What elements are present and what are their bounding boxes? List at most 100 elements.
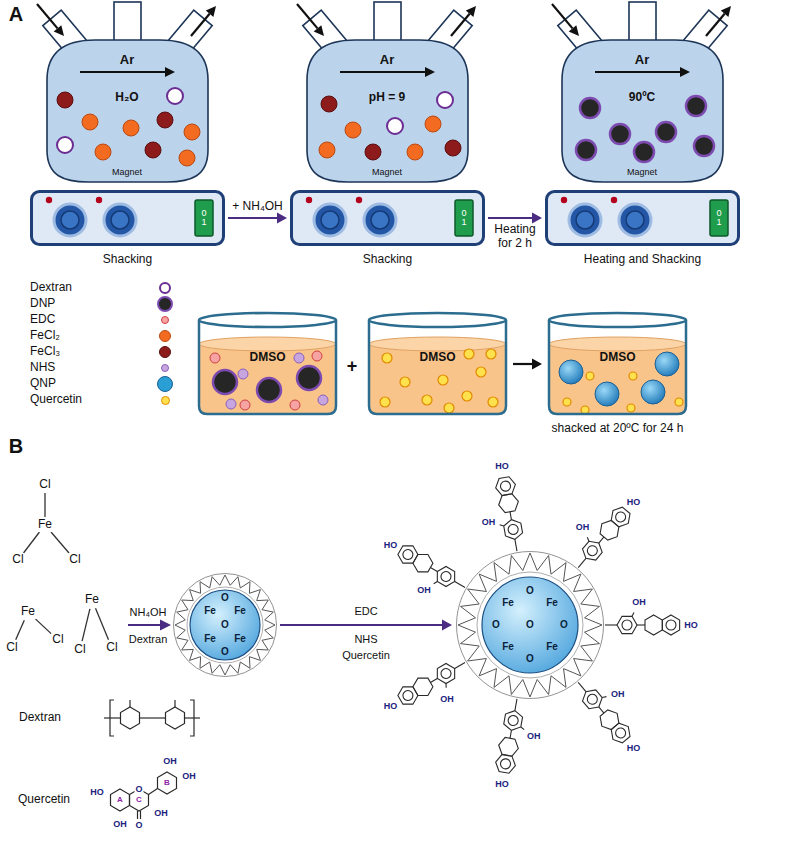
legend-label: FeCl₃ — [30, 345, 60, 359]
atom-label: Cl — [38, 478, 51, 492]
node-label: DMSO — [600, 351, 636, 365]
atom-label: OH — [610, 689, 626, 699]
node-label: 90ºC — [629, 91, 655, 105]
node-label: DMSO — [420, 351, 456, 365]
atom-label: HO — [626, 743, 642, 753]
legend-swatch — [159, 282, 171, 294]
node-label: Ar — [380, 53, 394, 68]
atom-label: HO — [494, 461, 510, 471]
legend-label: Quercetin — [30, 393, 82, 407]
node-label: O — [526, 585, 534, 597]
node-label: Fe — [502, 641, 514, 653]
plus-sign: + — [347, 356, 358, 377]
node-label: O — [221, 592, 229, 604]
arrow-line — [228, 217, 277, 219]
node-label: O — [526, 619, 534, 631]
node-label: O — [560, 619, 568, 631]
arrow-head — [442, 620, 452, 631]
atom-label: HO — [494, 778, 510, 788]
arrow-head — [532, 359, 542, 370]
legend-swatch — [159, 330, 171, 342]
node-label: Ar — [635, 53, 649, 68]
reaction-flask: Ar pH = 9 Magnet — [295, 0, 480, 186]
atom-label: Cl — [68, 553, 81, 567]
node-label: Fe — [234, 633, 246, 645]
atom-label: OH — [575, 522, 591, 532]
arrow-line — [488, 217, 532, 219]
legend-swatch — [157, 376, 173, 392]
reaction-flask: ArH₂OMagnet — [35, 0, 220, 186]
node-label: O — [221, 646, 229, 658]
quercetin-structure — [111, 772, 177, 819]
reaction-arrow — [128, 620, 171, 631]
arrow-head — [277, 213, 287, 224]
node-label: Fe — [234, 605, 246, 617]
atom-label: OH — [631, 597, 647, 607]
atom-label: OH — [481, 516, 497, 526]
atom-label: HO — [683, 620, 699, 630]
reaction-flask: Ar 90ºC Magnet — [550, 0, 735, 186]
legend-label: QNP — [30, 377, 56, 391]
atom-label: OH — [162, 756, 178, 766]
nanoparticle: FeFeFeFeOOOOO — [455, 550, 605, 700]
node-label: Magnet — [627, 167, 657, 177]
atom-label: OH — [416, 585, 432, 595]
annotation: Dextran — [19, 711, 61, 725]
stirrer-plate: 0 1Shacking — [290, 190, 485, 246]
stirrer-plate: 0 1Shacking — [30, 190, 225, 246]
node-label: Shacking — [363, 253, 412, 267]
node-label: Magnet — [372, 167, 402, 177]
beaker: DMSO — [195, 310, 340, 418]
stirrer-plate-outline — [290, 190, 485, 246]
atom-label: Cl — [5, 641, 18, 655]
atom-label: HO — [383, 539, 399, 549]
arrow-line — [513, 363, 532, 365]
atom-label: OH — [153, 808, 169, 818]
atom-label: Cl — [51, 633, 64, 647]
atom-label: HO — [89, 787, 105, 797]
node-label: Shacking — [103, 253, 152, 267]
node-label: O — [492, 619, 500, 631]
legend-label: DNP — [30, 297, 55, 311]
ring-letter: C — [136, 795, 142, 804]
legend-swatch — [161, 364, 169, 372]
legend-label: NHS — [30, 361, 55, 375]
node-label: DMSO — [250, 351, 286, 365]
legend-label: FeCl₂ — [30, 329, 60, 343]
annotation: Quercetin — [342, 649, 390, 662]
node-label: Fe — [204, 605, 216, 617]
atom-label: HO — [626, 496, 642, 506]
node-label: Ar — [120, 53, 134, 68]
legend-swatch — [161, 316, 169, 324]
flow-arrow — [280, 620, 452, 631]
atom-label: OH — [181, 771, 197, 781]
node-label: pH = 9 — [369, 91, 405, 105]
flow-arrow — [228, 213, 287, 224]
arrow-head — [532, 213, 542, 224]
node-label: Fe — [204, 633, 216, 645]
edge-label: Heating for 2 h — [487, 223, 543, 251]
annotation: Dextran — [129, 633, 168, 646]
legend-label: Dextran — [30, 281, 72, 295]
annotation: NHS — [354, 633, 377, 646]
atom-label: O — [134, 784, 143, 794]
node-label: 0 1 — [715, 209, 723, 228]
atom-label: Fe — [20, 605, 36, 619]
atom-label: OH — [112, 819, 128, 829]
annotation: EDC — [354, 605, 377, 618]
flow-arrow — [488, 213, 542, 224]
arrow-line — [280, 624, 442, 626]
node-label: Fe — [546, 597, 558, 609]
atom-label: Fe — [84, 593, 100, 607]
stirrer-plate-outline — [545, 190, 740, 246]
annotation: Quercetin — [18, 793, 70, 807]
panel-letter: B — [9, 435, 23, 458]
ring-letter: A — [117, 795, 123, 804]
stirrer-plate-outline — [30, 190, 225, 246]
node-label: Fe — [502, 597, 514, 609]
nanoparticle: FeFeFeFeOOO — [173, 573, 277, 677]
node-label: Magnet — [112, 167, 142, 177]
legend-swatch — [161, 396, 170, 405]
node-label: 0 1 — [460, 209, 468, 228]
node-label: Fe — [546, 641, 558, 653]
